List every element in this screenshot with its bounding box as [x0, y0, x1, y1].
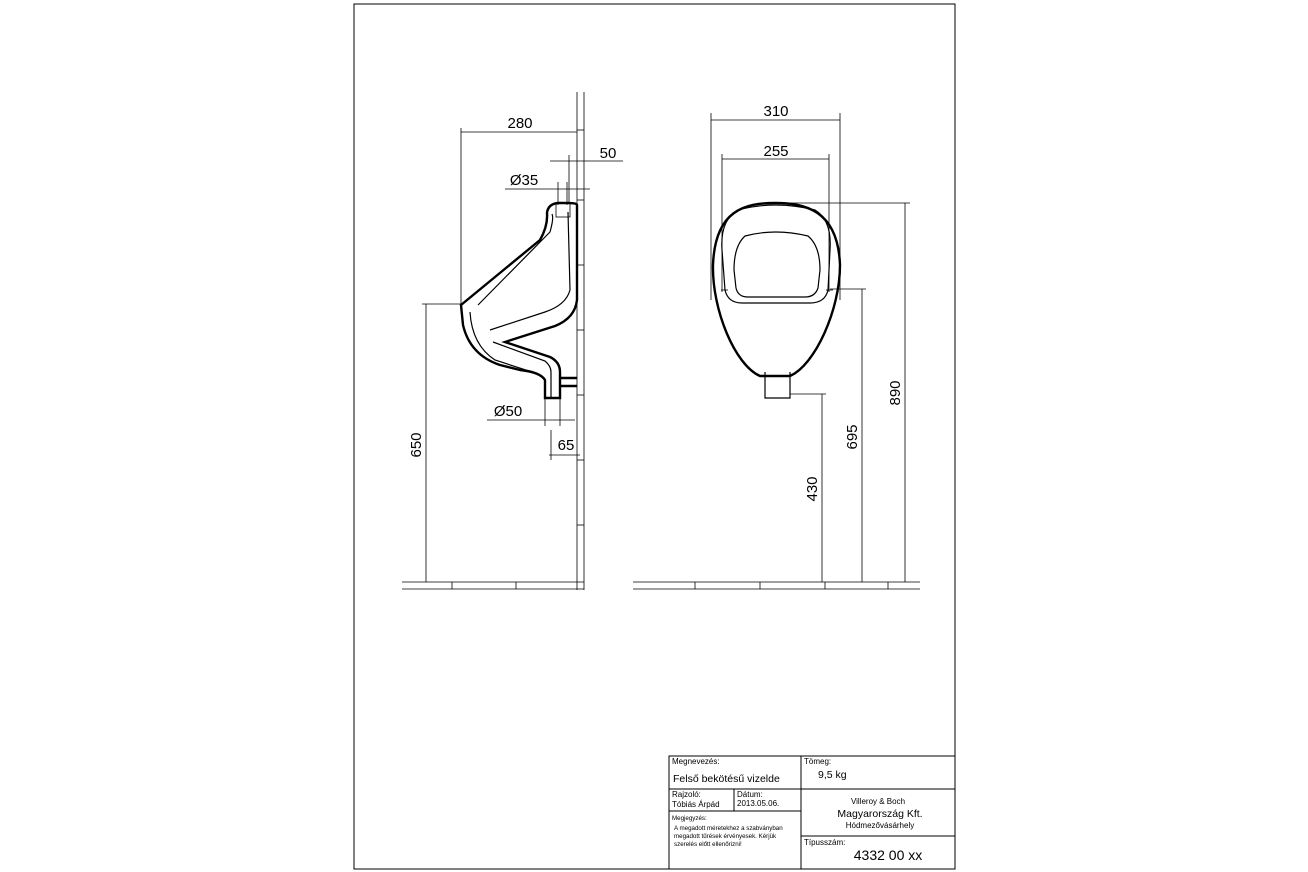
dim-695: 695 [830, 288, 866, 582]
type-label: Típusszám: [804, 838, 845, 847]
urinal-side-profile [459, 201, 579, 400]
dim-50: 50 [550, 145, 623, 203]
notes-line-1: A megadott méretekhez a szabványban [674, 825, 783, 832]
drawn-by-value: Tóbiás Árpád [672, 800, 720, 809]
dim-310-label: 310 [763, 103, 788, 120]
dim-255: 255 [721, 143, 830, 292]
date-label: Dátum: [737, 790, 763, 799]
front-view: 310 255 430 695 890 [633, 103, 920, 590]
notes-label: Megjegyzés: [672, 815, 707, 822]
dim-280: 280 [460, 115, 577, 304]
dim-65: 65 [549, 430, 580, 460]
dim-d50-label: Ø50 [494, 403, 522, 420]
date-value: 2013.05.06. [737, 799, 779, 808]
dim-255-label: 255 [763, 143, 788, 160]
weight-label: Tömeg: [804, 757, 831, 766]
dim-430: 430 [790, 393, 826, 582]
dim-890-label: 890 [887, 380, 904, 405]
dim-d35: Ø35 [505, 172, 590, 205]
front-floor [633, 581, 920, 590]
notes-line-3: szerelés előtt ellenőrizni! [674, 841, 742, 848]
dim-430-label: 430 [804, 476, 821, 501]
dim-890: 890 [780, 202, 910, 582]
dim-650: 650 [408, 303, 462, 582]
dim-280-label: 280 [507, 115, 532, 132]
title-block: Megnevezés: Felső bekötésű vizelde Tömeg… [668, 755, 956, 870]
notes-line-2: megadott tűrések érvényesek. Kérjük [674, 833, 777, 840]
name-value: Felső bekötésű vizelde [673, 773, 780, 785]
side-wall [576, 92, 585, 590]
side-view: 280 50 Ø35 Ø50 65 [402, 92, 623, 590]
company-line-2: Magyarország Kft. [837, 808, 922, 820]
name-label: Megnevezés: [672, 757, 720, 766]
urinal-front-outline [711, 201, 842, 399]
dim-65-label: 65 [558, 437, 575, 454]
dim-d50: Ø50 [487, 398, 575, 426]
dim-695-label: 695 [844, 424, 861, 449]
type-value: 4332 00 xx [854, 847, 923, 863]
dim-650-label: 650 [408, 432, 425, 457]
company-line-3: Hódmezővásárhely [846, 821, 914, 830]
company-line-1: Villeroy & Boch [851, 797, 905, 806]
dim-310: 310 [710, 103, 841, 300]
drawn-by-label: Rajzoló: [672, 790, 701, 799]
dim-d35-label: Ø35 [510, 172, 538, 189]
sheet-border [353, 3, 956, 870]
side-floor [402, 581, 584, 590]
dim-50-label: 50 [600, 145, 617, 162]
weight-value: 9,5 kg [818, 769, 847, 781]
